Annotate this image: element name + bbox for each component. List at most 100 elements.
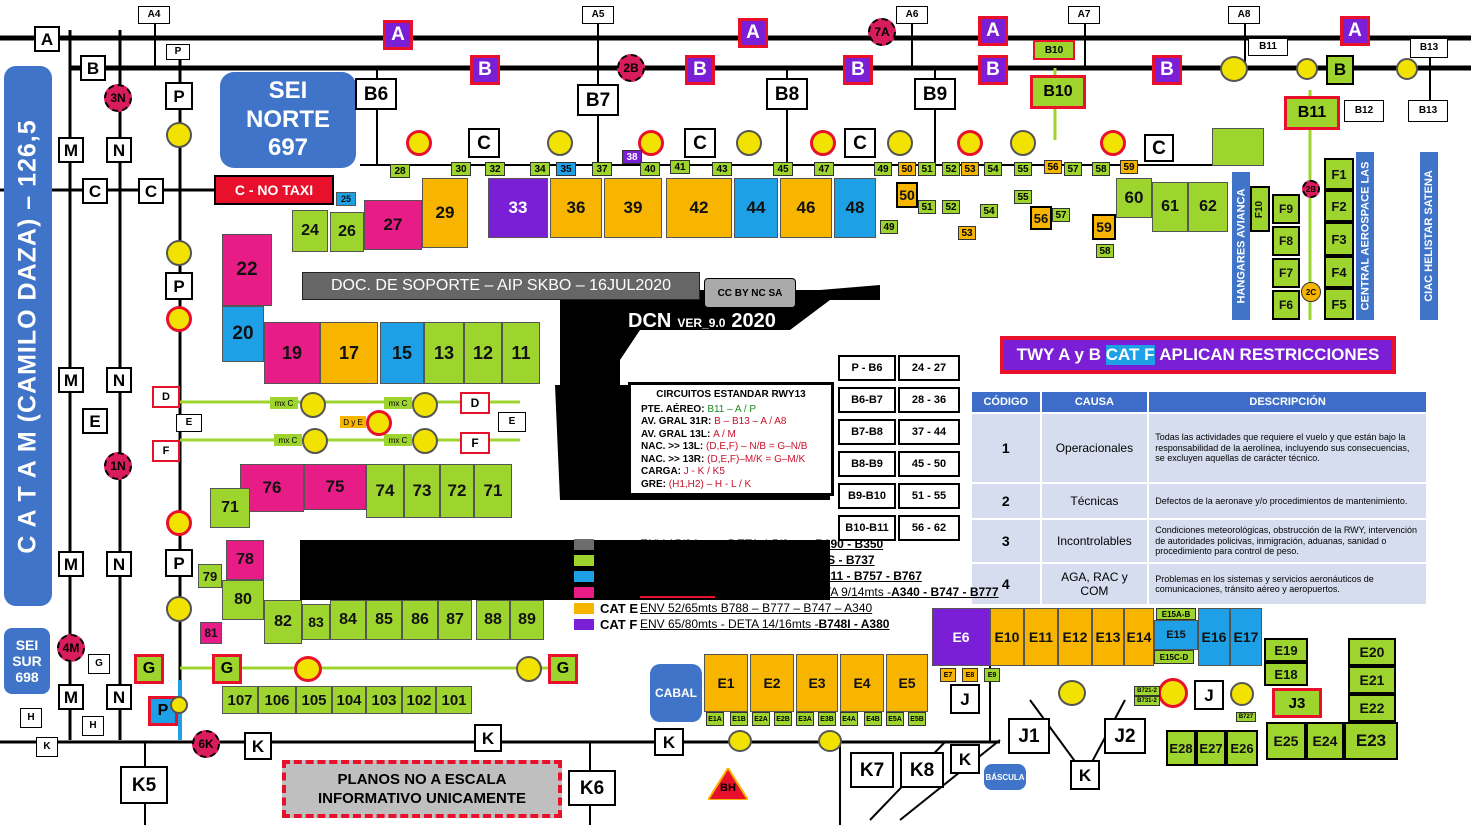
stand-f10[interactable]: F10 <box>1250 186 1270 232</box>
stand-12[interactable]: 12 <box>464 322 502 384</box>
stand-e20[interactable]: E20 <box>1348 638 1396 666</box>
stand-29[interactable]: 29 <box>422 178 468 248</box>
stand-103[interactable]: 103 <box>366 686 402 714</box>
stand-80[interactable]: 80 <box>222 580 264 620</box>
stand-76[interactable]: 76 <box>240 464 304 512</box>
stand-f4[interactable]: F4 <box>1324 256 1354 288</box>
stand-78[interactable]: 78 <box>226 540 264 580</box>
stand-89[interactable]: 89 <box>510 600 544 640</box>
taxiway-b9-sign: B9 <box>914 78 956 110</box>
stand-83[interactable]: 83 <box>302 604 330 640</box>
table-cell-desc: Condiciones meteorológicas, obstrucción … <box>1149 520 1426 562</box>
stand-e21[interactable]: E21 <box>1348 666 1396 694</box>
stand-43[interactable]: 44 <box>734 178 778 238</box>
scale-note: PLANOS NO A ESCALA INFORMATIVO UNICAMENT… <box>282 760 562 818</box>
stand-f2[interactable]: F2 <box>1324 190 1354 222</box>
stand-e22[interactable]: E22 <box>1348 694 1396 722</box>
stand-e23[interactable]: E23 <box>1344 722 1398 760</box>
stand-e5[interactable]: E5 <box>886 654 928 712</box>
stand-e2[interactable]: E2 <box>750 654 794 712</box>
stand-75[interactable]: 75 <box>304 464 366 510</box>
stand-61[interactable]: 62 <box>1188 182 1228 232</box>
stand-f8[interactable]: F8 <box>1272 226 1300 256</box>
stand-e10[interactable]: E10 <box>990 608 1024 666</box>
stand-47[interactable]: 48 <box>834 178 876 238</box>
stand-49[interactable]: 50 <box>896 182 918 208</box>
legend-category: CAT D <box>600 568 639 584</box>
stand-11[interactable]: 11 <box>502 322 540 384</box>
stand-41[interactable]: 42 <box>666 178 732 238</box>
legend-aircraft: B190 - B350 <box>815 537 884 551</box>
stand-86[interactable]: 86 <box>402 600 438 640</box>
taxiway-c-sign-5: C <box>844 128 876 158</box>
stand-71b[interactable]: 71 <box>210 488 250 528</box>
stand-e17[interactable]: E17 <box>1230 608 1262 666</box>
stand-55[interactable]: 56 <box>1030 206 1052 230</box>
taxiway-k8-sign: K8 <box>900 752 944 788</box>
stand-22[interactable]: 22 <box>222 234 272 306</box>
stand-15[interactable]: 15 <box>380 322 424 384</box>
stand-35[interactable]: 36 <box>550 178 602 238</box>
stand-72[interactable]: 72 <box>440 464 474 518</box>
stand-74[interactable]: 74 <box>366 464 404 518</box>
stand-e28[interactable]: E28 <box>1166 730 1196 766</box>
stand-f3[interactable]: F3 <box>1324 222 1354 256</box>
stand-59[interactable]: 60 <box>1116 178 1152 218</box>
circuit-line-value: (H1,H2) – H - L / K <box>668 478 752 490</box>
stand-e19[interactable]: E19 <box>1264 638 1308 662</box>
holding-ball <box>728 730 752 752</box>
stand-62[interactable] <box>1212 128 1264 166</box>
stand-f7[interactable]: F7 <box>1272 258 1300 288</box>
stand-e6[interactable]: E6 <box>932 608 990 666</box>
circuit-line-value: (D,E,F) – N/B = G–N/B <box>706 441 808 452</box>
stand-87[interactable]: 87 <box>438 600 472 640</box>
stand-85[interactable]: 85 <box>366 600 402 640</box>
stand-104[interactable]: 104 <box>332 686 366 714</box>
stand-26[interactable]: 26 <box>330 212 364 252</box>
stand-e15[interactable]: E15 <box>1154 620 1198 650</box>
stand-e26[interactable]: E26 <box>1226 730 1258 766</box>
stand-e3[interactable]: E3 <box>796 654 838 712</box>
stand-106[interactable]: 106 <box>258 686 296 714</box>
stand-e4[interactable]: E4 <box>840 654 884 712</box>
stand-71[interactable]: 71 <box>474 464 512 518</box>
stand-f1[interactable]: F1 <box>1324 158 1354 190</box>
stand-82[interactable]: 82 <box>264 600 302 644</box>
circuit-line-key: CARGA: <box>641 466 684 477</box>
stand-20[interactable]: 20 <box>222 306 264 362</box>
stand-e1[interactable]: E1 <box>704 654 748 712</box>
stand-88[interactable]: 88 <box>476 600 510 640</box>
stand-107[interactable]: 107 <box>222 686 258 714</box>
stand-60[interactable]: 61 <box>1152 182 1188 232</box>
stand-e12[interactable]: E12 <box>1058 608 1092 666</box>
stand-58[interactable]: 59 <box>1092 214 1116 240</box>
stand-e27[interactable]: E27 <box>1196 730 1226 766</box>
stand-e11[interactable]: E11 <box>1024 608 1058 666</box>
stand-f6[interactable]: F6 <box>1272 290 1300 320</box>
stand-45[interactable]: 46 <box>780 178 832 238</box>
stand-38[interactable]: 39 <box>604 178 662 238</box>
stand-73[interactable]: 73 <box>404 464 440 518</box>
stand-e18[interactable]: E18 <box>1264 662 1308 686</box>
stand-f9[interactable]: F9 <box>1272 194 1300 224</box>
stand-19[interactable]: 19 <box>264 322 320 384</box>
stand-13[interactable]: 13 <box>424 322 464 384</box>
table-cell-desc: Todas las actividades que requiere el vu… <box>1149 414 1426 482</box>
stand-f5[interactable]: F5 <box>1324 288 1354 320</box>
stand-24[interactable]: 24 <box>292 210 328 252</box>
stand-105[interactable]: 105 <box>296 686 332 714</box>
stand-81[interactable]: 81 <box>200 622 222 644</box>
stand-27[interactable]: 27 <box>364 200 422 250</box>
stand-e14[interactable]: E14 <box>1124 608 1154 666</box>
stand-102[interactable]: 102 <box>402 686 436 714</box>
stand-25[interactable]: 25 <box>336 192 356 206</box>
stand-79[interactable]: 79 <box>198 564 222 588</box>
stand-101[interactable]: 101 <box>436 686 472 714</box>
stand-e24[interactable]: E24 <box>1306 722 1344 760</box>
stand-84[interactable]: 84 <box>330 600 366 640</box>
stand-32[interactable]: 33 <box>488 178 548 238</box>
stand-17[interactable]: 17 <box>320 322 378 384</box>
stand-e16[interactable]: E16 <box>1198 608 1230 666</box>
stand-e25[interactable]: E25 <box>1266 722 1306 760</box>
stand-e13[interactable]: E13 <box>1092 608 1124 666</box>
